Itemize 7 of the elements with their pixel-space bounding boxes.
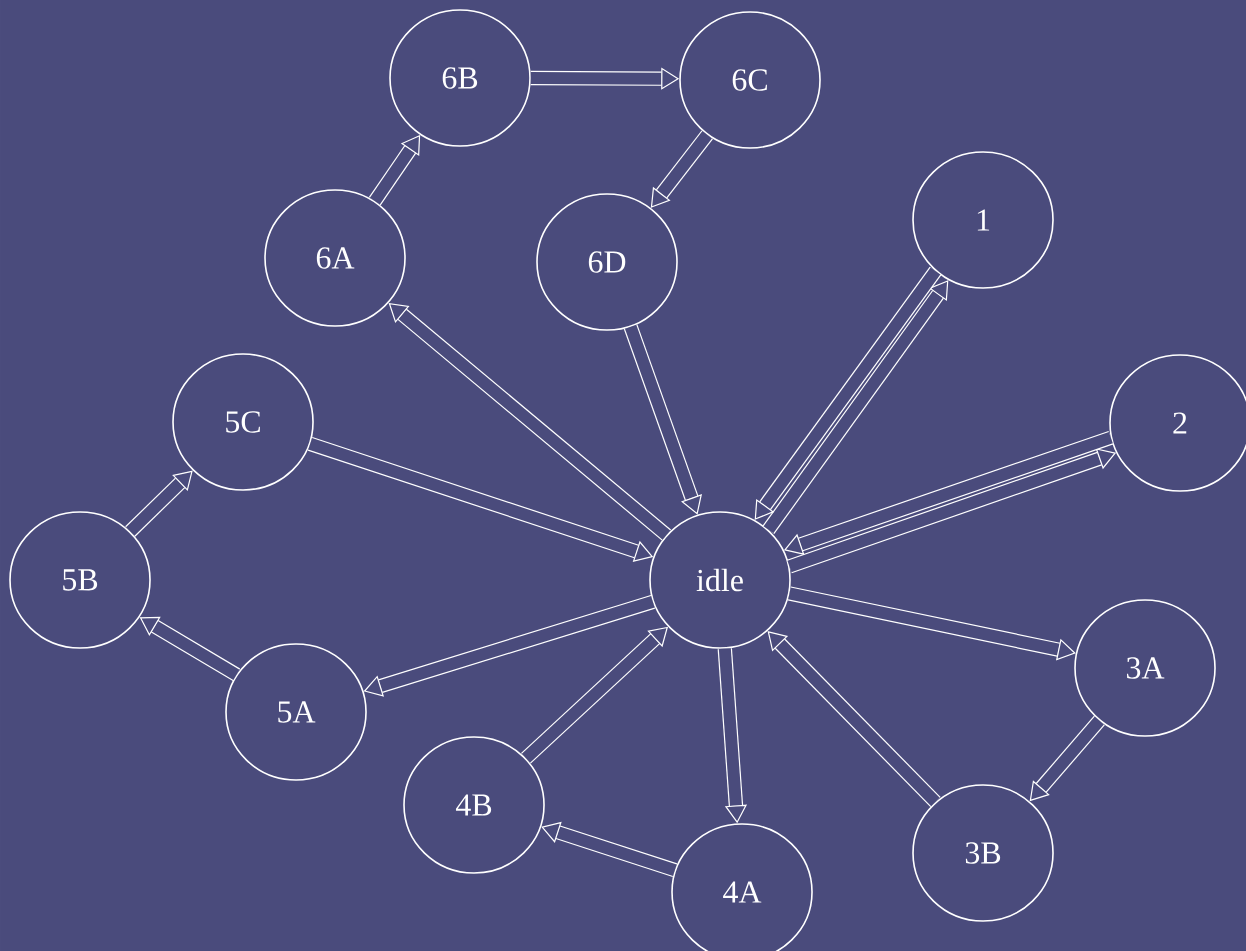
arrow [650,130,713,208]
arrow [754,266,942,520]
arrow [762,280,949,535]
arrow [125,470,193,537]
arrow [139,616,241,681]
arrow [623,324,702,515]
arrow [787,586,1076,661]
